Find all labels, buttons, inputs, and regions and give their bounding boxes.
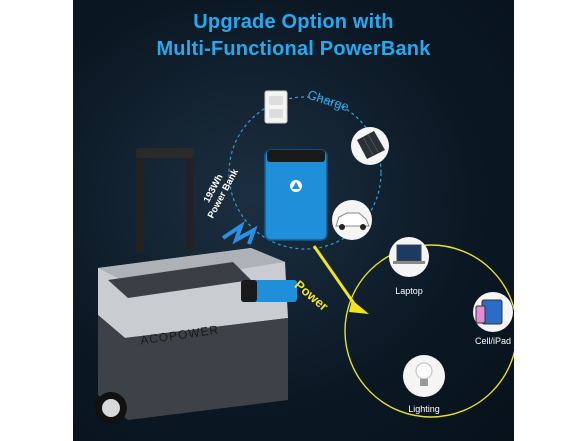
laptop-icon <box>389 237 429 277</box>
cooler-handle <box>136 148 194 253</box>
cooler-body <box>95 248 297 424</box>
power-circle <box>344 244 514 418</box>
light-bulb-icon <box>403 355 445 397</box>
lightning-bolt-icon <box>221 220 258 245</box>
scene-artwork <box>95 90 514 424</box>
wall-outlet-icon <box>264 90 288 124</box>
laptop-label: Laptop <box>395 286 423 296</box>
lighting-label: Lighting <box>408 404 440 414</box>
solar-panel-icon <box>351 127 389 165</box>
power-arrow <box>312 245 369 314</box>
charge-circle <box>228 96 382 250</box>
phone-tablet-icon <box>473 292 513 332</box>
cell-ipad-label: Cell/iPad <box>474 336 512 346</box>
headline-line-2: Multi-Functional PowerBank <box>156 38 431 60</box>
powerbank-device <box>264 149 328 241</box>
headline-line-1: Upgrade Option with <box>193 11 394 33</box>
car-icon <box>332 200 372 240</box>
product-infographic: Upgrade Option with Multi-Functional Pow… <box>73 0 514 441</box>
